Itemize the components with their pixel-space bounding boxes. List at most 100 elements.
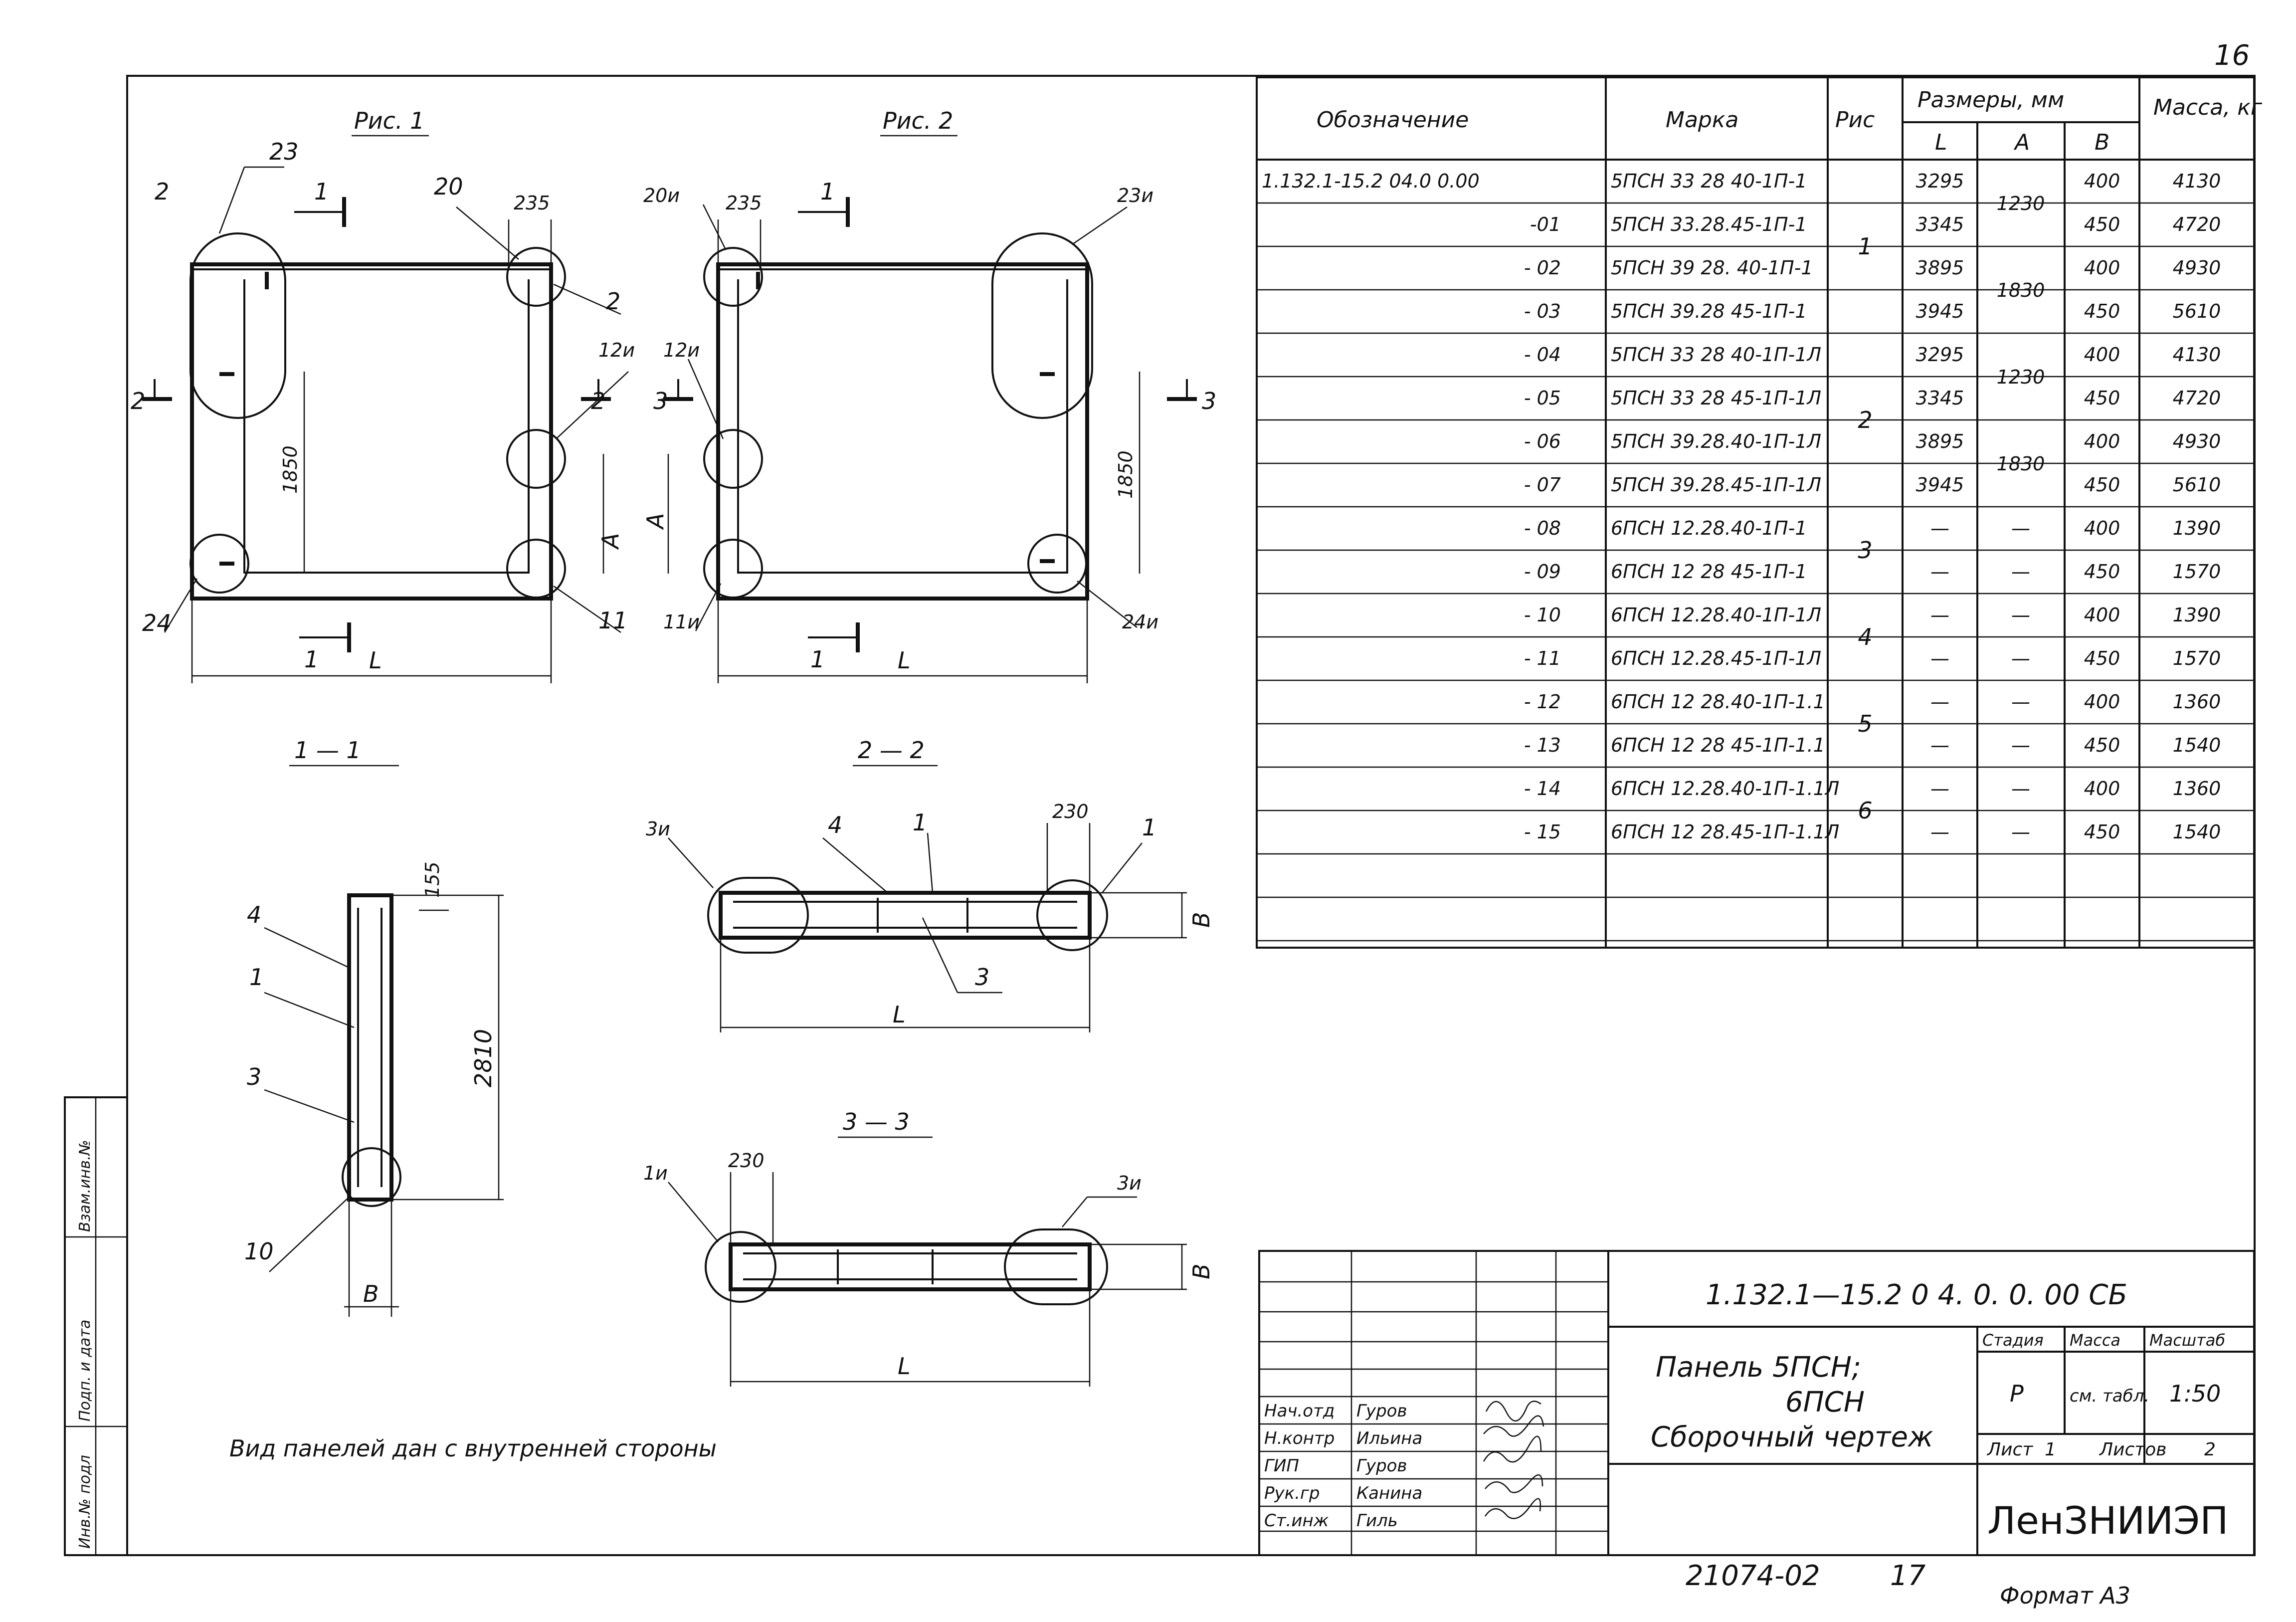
col-fig: Рис bbox=[1835, 107, 1875, 133]
cell-designation: - 15 bbox=[1524, 821, 1561, 843]
cell-B: 400 bbox=[2084, 257, 2120, 279]
fig2-callout-3a: 3 bbox=[653, 388, 668, 414]
cell-designation: - 13 bbox=[1524, 734, 1561, 756]
sec33-dim-230: 230 bbox=[728, 1150, 765, 1172]
title-block: 1.132.1—15.2 0 4. 0. 0. 00 СБ Панель 5ПС… bbox=[1258, 1250, 2255, 1556]
cell-fig-merged: 1 bbox=[1858, 233, 1872, 260]
cell-mass: 1360 bbox=[2173, 691, 2221, 713]
cell-A: — bbox=[2011, 734, 2030, 756]
cell-A: — bbox=[2011, 691, 2030, 713]
cell-L: 3895 bbox=[1916, 430, 1964, 452]
fig2-callout-20i: 20и bbox=[643, 185, 680, 206]
fig2-callout-1b: 1 bbox=[810, 646, 825, 673]
fig2-callout-24i: 24и bbox=[1122, 611, 1158, 633]
cell-mass: 4720 bbox=[2173, 213, 2221, 235]
col-size-B: B bbox=[2095, 130, 2109, 155]
cell-fig-merged: 3 bbox=[1858, 537, 1872, 564]
cell-mass: 1570 bbox=[2173, 561, 2221, 583]
scale-value: 1:50 bbox=[2169, 1380, 2221, 1407]
cell-mark: 5ПСН 33 28 40-1П-1 bbox=[1611, 170, 1807, 192]
sec11-label-10: 10 bbox=[244, 1238, 274, 1265]
cell-mass: 1390 bbox=[2173, 517, 2221, 539]
cell-L: 3295 bbox=[1916, 344, 1964, 366]
fig2-dim-A: A bbox=[642, 513, 669, 530]
section-2-2: 2 — 2 3и 4 1 230 1 3 L B bbox=[646, 737, 1215, 1032]
col-mass: Масса, кг bbox=[2153, 95, 2263, 120]
fig2-dim-L: L bbox=[898, 647, 911, 674]
cell-L: 3945 bbox=[1916, 300, 1964, 322]
sheet-label: Лист bbox=[1986, 1439, 2033, 1460]
cell-mass: 4930 bbox=[2173, 430, 2221, 452]
cell-fig-merged: 2 bbox=[1858, 406, 1872, 433]
sec11-title: 1 — 1 bbox=[294, 737, 361, 764]
sec11-dim-B: B bbox=[363, 1280, 379, 1307]
sec33-dim-L: L bbox=[898, 1353, 911, 1380]
cell-designation: - 05 bbox=[1524, 387, 1561, 409]
fig1-dim-1850: 1850 bbox=[279, 445, 301, 494]
stage-value: Р bbox=[2010, 1380, 2024, 1407]
person-name: Гуров bbox=[1356, 1456, 1407, 1476]
doc-title-line3: Сборочный чертеж bbox=[1651, 1421, 1933, 1453]
cell-mark: 6ПСН 12 28 45-1П-1 bbox=[1611, 561, 1807, 583]
person-name: Гиль bbox=[1356, 1511, 1398, 1531]
cell-fig-merged: 6 bbox=[1858, 797, 1872, 824]
doc-title-line2: 6ПСН bbox=[1785, 1386, 1865, 1419]
fig1-callout-235: 235 bbox=[514, 192, 550, 214]
sec33-dim-B: B bbox=[1188, 1263, 1215, 1279]
doc-title-line1: Панель 5ПСН; bbox=[1656, 1351, 1861, 1384]
sec22-label-1b: 1 bbox=[1142, 814, 1156, 841]
cell-designation: - 04 bbox=[1524, 344, 1561, 366]
sec22-dim-B: B bbox=[1188, 912, 1215, 928]
drawing-frame bbox=[126, 75, 2256, 1556]
fig1-callout-2d: 2 bbox=[131, 388, 145, 414]
cell-mass: 1570 bbox=[2173, 647, 2221, 669]
fig2-callout-1a: 1 bbox=[820, 178, 835, 205]
cell-mark: 6ПСН 12 28.45-1П-1.1Л bbox=[1611, 821, 1839, 843]
cell-designation: 1.132.1-15.2 04.0 0.00 bbox=[1262, 170, 1480, 192]
specification-table: Обозначение Марка Рис Размеры, мм L A B … bbox=[1256, 76, 2263, 949]
fig1-callout-2: 2 bbox=[155, 178, 169, 205]
side-stamp-sign: Подп. и дата bbox=[76, 1320, 94, 1421]
fig1-callout-1b: 1 bbox=[304, 646, 319, 673]
fig1-callout-2b: 2 bbox=[606, 288, 620, 315]
cell-mark: 6ПСН 12.28.40-1П-1.1Л bbox=[1611, 778, 1839, 800]
cell-B: 450 bbox=[2084, 387, 2120, 409]
sec11-label-1: 1 bbox=[249, 964, 264, 991]
cell-designation: - 10 bbox=[1524, 604, 1561, 626]
cell-mark: 5ПСН 39.28.40-1П-1Л bbox=[1611, 430, 1821, 452]
cell-B: 450 bbox=[2084, 474, 2120, 496]
cell-designation: - 02 bbox=[1524, 257, 1561, 279]
fig2-callout-12i: 12и bbox=[663, 339, 700, 361]
cell-mark: 6ПСН 12 28.40-1П-1.1 bbox=[1611, 691, 1825, 713]
col-size-A: A bbox=[2013, 130, 2030, 155]
sheets-label: Листов bbox=[2099, 1439, 2166, 1460]
sec33-label-1i: 1и bbox=[643, 1162, 668, 1184]
sec11-dim-2810: 2810 bbox=[470, 1029, 497, 1087]
cell-A-merged: 1230 bbox=[1997, 193, 2045, 214]
cell-designation: - 14 bbox=[1524, 778, 1561, 800]
cell-mass: 5610 bbox=[2173, 300, 2221, 322]
cell-designation: - 03 bbox=[1524, 300, 1561, 322]
cell-mark: 6ПСН 12.28.40-1П-1Л bbox=[1611, 604, 1821, 626]
fig1-callout-20: 20 bbox=[434, 173, 463, 200]
cell-mass: 4930 bbox=[2173, 257, 2221, 279]
cell-B: 450 bbox=[2084, 561, 2120, 583]
cell-A-merged: 1830 bbox=[1997, 453, 2045, 475]
drawing-note: Вид панелей дан с внутренней стороны bbox=[229, 1435, 717, 1462]
sec33-title: 3 — 3 bbox=[843, 1108, 910, 1135]
cell-mass: 4130 bbox=[2173, 344, 2221, 366]
cell-A-merged: 1830 bbox=[1997, 279, 2045, 301]
fig1-callout-23: 23 bbox=[269, 138, 299, 165]
side-stamp-replace: Взам.инв.№ bbox=[76, 1140, 94, 1232]
cell-A: — bbox=[2011, 561, 2030, 583]
cell-A: — bbox=[2011, 604, 2030, 626]
fig1-title: Рис. 1 bbox=[354, 107, 424, 134]
cell-designation: - 08 bbox=[1524, 517, 1561, 539]
cell-mass: 4720 bbox=[2173, 387, 2221, 409]
cell-A: — bbox=[2011, 821, 2030, 843]
fig1-callout-1a: 1 bbox=[314, 178, 329, 205]
cell-L: — bbox=[1930, 778, 1949, 800]
fig2-callout-235: 235 bbox=[726, 192, 762, 214]
cell-B: 450 bbox=[2084, 213, 2120, 235]
